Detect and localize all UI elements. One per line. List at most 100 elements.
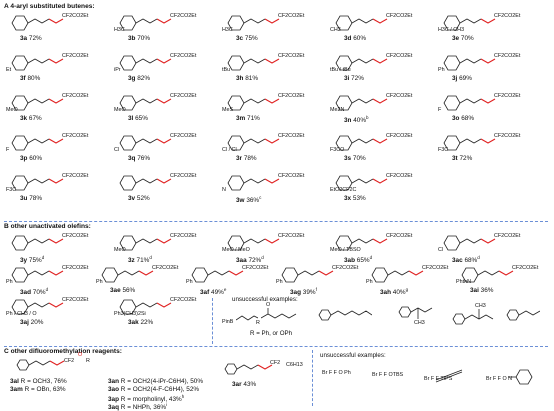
- substituent-label: Ph3(CH3)2Si: [114, 311, 146, 317]
- substituent-label: Ph: [438, 67, 445, 73]
- benzene-ring: [227, 95, 245, 111]
- benzene-ring: [443, 135, 461, 151]
- reagent-product-structure: [16, 359, 65, 371]
- compound-label: 3v 52%: [128, 195, 150, 202]
- benzene-ring: [11, 299, 29, 315]
- benzene-ring: [281, 267, 299, 283]
- structure-3ab: [335, 235, 388, 251]
- substituent-label: MeO / TBSO: [330, 247, 361, 253]
- compound-label: 3j 69%: [452, 75, 472, 82]
- benzene-ring: [335, 55, 353, 71]
- cf2co2et-label: CF2CO2Et: [494, 13, 521, 19]
- structure-3t: [443, 135, 496, 151]
- cf2co2et-label: CF2CO2Et: [152, 265, 179, 271]
- section-a-title: A 4-aryl substituted butenes:: [4, 3, 95, 10]
- section-c-title: C other difluoromethylation reagents:: [4, 348, 122, 355]
- compound-label: 3af 49%e: [200, 287, 227, 297]
- benzene-ring: [119, 15, 137, 31]
- structure-3ad: [11, 267, 64, 283]
- substituent-label: Cl / Cl: [222, 147, 237, 153]
- substituent-label: Cl: [438, 247, 444, 253]
- benzene-ring: [335, 15, 353, 31]
- substituent-label: F: [6, 147, 10, 153]
- compound-label: 3a 72%: [20, 35, 42, 42]
- benzene-ring: [119, 135, 137, 151]
- structure-3ah: [371, 267, 424, 283]
- c-cf2-label: CF2: [64, 358, 75, 364]
- substituent-label: tBu: [222, 67, 231, 73]
- reagent-3al: 3al R = OCH3, 76%: [10, 378, 67, 385]
- bromo-alkyne-label: Br F F TIPS: [424, 376, 453, 382]
- substituent-label: MeO: [114, 107, 126, 113]
- substituent-label: F3C: [6, 187, 17, 193]
- substituent-label: F3CO: [330, 147, 345, 153]
- cf2co2et-label: CF2CO2Et: [62, 133, 89, 139]
- benzene-ring: [101, 267, 119, 283]
- benzene-ring: [227, 235, 245, 251]
- substituent-label: MeS: [222, 107, 234, 113]
- benzene-ring: [11, 267, 29, 283]
- cf2co2et-label: CF2CO2Et: [170, 297, 197, 303]
- compound-label: 3ai 36%: [470, 287, 494, 294]
- compound-label: 3q 76%: [128, 155, 151, 162]
- substituent-label: Ph / CH3 / O: [6, 311, 37, 317]
- reagent-3aq: 3aq R = NHPh, 36%i: [108, 402, 168, 411]
- divider-b-c: [4, 346, 548, 347]
- cf2co2et-label: CF2CO2Et: [386, 93, 413, 99]
- cf2co2et-label: CF2CO2Et: [170, 53, 197, 59]
- structure-3u: [11, 175, 64, 191]
- benzene-ring: [119, 235, 137, 251]
- ch3-label-1: CH3: [414, 320, 425, 326]
- cf2co2et-label: CF2CO2Et: [170, 233, 197, 239]
- compound-label: 3g 82%: [128, 75, 151, 82]
- compound-label: 3o 68%: [452, 115, 475, 122]
- benzene-ring: [227, 15, 245, 31]
- structure-3n: [335, 95, 388, 111]
- compound-label: 3p 60%: [20, 155, 43, 162]
- unsuccessful-b-title: unsuccessful examples:: [232, 296, 298, 303]
- compound-label: 3aj 20%: [20, 319, 44, 326]
- substituent-label: Ph: [96, 279, 103, 285]
- cf2co2et-label: CF2CO2Et: [386, 133, 413, 139]
- cf2co2et-label: CF2CO2Et: [332, 265, 359, 271]
- benzene-ring: [119, 175, 137, 191]
- compound-label: 3ad 70%d: [20, 287, 49, 297]
- cf2co2et-label: CF2CO2Et: [62, 53, 89, 59]
- ch3-label-2: CH3: [475, 303, 486, 309]
- compound-label: 3i 72%: [344, 75, 364, 82]
- reagent-3ap: 3ap R = morpholinyl, 43%h: [108, 394, 185, 404]
- structure-3c: [227, 15, 280, 31]
- bromo-otbs-label: Br F F OTBS: [372, 372, 404, 378]
- benzene-ring: [119, 95, 137, 111]
- ketone-olefin-structure: [261, 308, 297, 319]
- substituent-label: Me2N: [330, 107, 345, 113]
- substituent-label: Ph: [186, 279, 193, 285]
- substituent-label: tBu / tBu: [330, 67, 351, 73]
- cf2co2et-label: CF2CO2Et: [62, 173, 89, 179]
- structure-3aa: [227, 235, 280, 251]
- ketone-o-label: O: [266, 302, 271, 308]
- cf2co2et-label: CF2CO2Et: [170, 133, 197, 139]
- bromo-alkyne-structure: [435, 369, 463, 383]
- structure-3g: [119, 55, 172, 71]
- cf2co2et-label: CF2CO2Et: [386, 173, 413, 179]
- cf2co2et-label: CF2CO2Et: [512, 265, 539, 271]
- substituent-label: EtO2CF2C: [330, 187, 357, 193]
- structure-3d: [335, 15, 388, 31]
- substituent-label: MeO: [6, 107, 18, 113]
- benzene-ring: [443, 95, 461, 111]
